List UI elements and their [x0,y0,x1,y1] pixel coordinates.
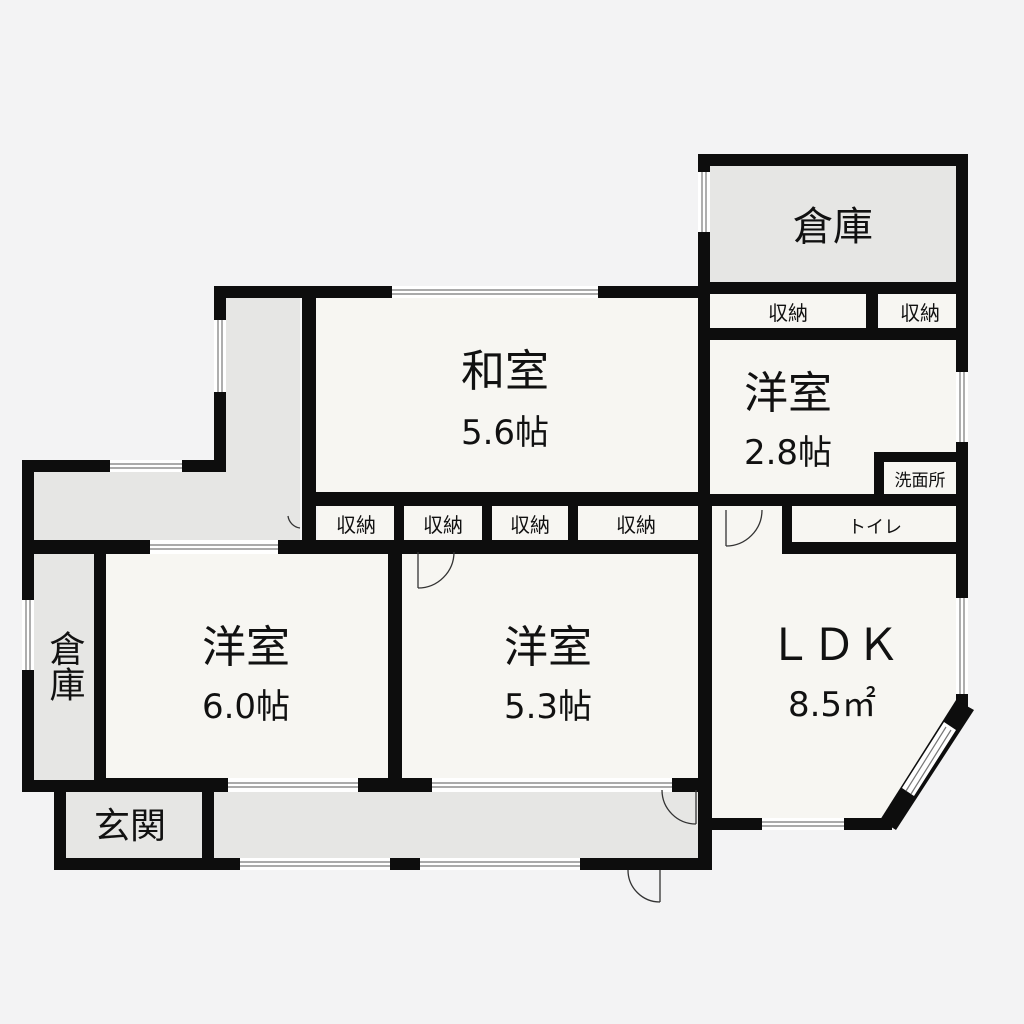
window [228,778,358,792]
room-size-yoshitsu-mid: 5.3帖 [504,687,592,727]
labels: 倉庫 収納 収納 和室 5.6帖 洋室 2.8帖 洗面所 トイレ 収納 収納 収… [44,204,946,847]
floor-ldk [710,500,962,824]
room-size-yoshitsu-left: 6.0帖 [202,687,290,727]
room-name-shuno-2: 収納 [900,301,940,325]
room-name-shuno-6: 収納 [616,513,656,537]
wall [302,492,710,506]
wall [202,786,214,870]
wall [482,500,492,544]
room-name-toilet: トイレ [848,517,902,538]
window [902,722,956,796]
door[interactable] [417,551,455,589]
floor-hallway-upper [30,292,300,546]
floor-corridor [214,790,704,860]
window [698,172,710,232]
wall [782,542,968,554]
wall [874,452,968,462]
window [214,320,226,392]
window [240,858,390,870]
window [432,778,672,792]
floor-yoshitsu-mid [402,552,700,782]
wall [94,546,106,790]
door[interactable] [725,509,763,547]
room-name-yoshitsu-mid: 洋室 [504,622,592,673]
floor-shuno-2 [880,294,960,330]
room-name-shuno-3: 収納 [336,513,376,537]
floors [30,160,962,862]
wall [782,500,792,552]
room-name-shuno-5: 収納 [510,513,550,537]
window [956,598,968,694]
floor-genkan [62,792,206,862]
window [150,540,278,554]
door[interactable] [661,789,697,825]
wall [388,546,402,790]
wall [394,500,404,544]
wall [302,292,316,548]
wall [866,292,878,330]
wall [698,282,968,294]
window [956,372,968,442]
floor-shuno-4 [404,506,482,542]
room-size-yoshitsu-small: 2.8帖 [744,433,832,473]
floor-senmenjo [880,460,962,496]
room-name-soko-top: 倉庫 [793,204,873,250]
door[interactable] [627,869,661,903]
window [762,818,844,830]
wall [698,328,968,340]
floor-soko-left [30,552,96,782]
window [392,286,598,298]
wall [22,540,712,554]
wall [698,500,712,870]
room-name-genkan: 玄関 [94,806,166,847]
wall [698,154,710,500]
wall [568,500,578,544]
room-name-soko-left: 倉庫 [44,630,85,702]
room-name-shuno-1: 収納 [768,301,808,325]
room-name-ldk: ＬＤＫ [768,620,900,671]
window [22,600,34,670]
room-name-yoshitsu-left: 洋室 [202,622,290,673]
room-size-washitsu: 5.6帖 [461,413,549,453]
room-name-yoshitsu-small: 洋室 [744,368,832,419]
floor-yoshitsu-left [104,552,388,782]
floor-shuno-3 [318,506,394,542]
floor-washitsu [314,296,698,496]
windows [22,172,968,870]
floor-shuno-1 [708,294,868,330]
room-name-shuno-4: 収納 [423,513,463,537]
window [110,460,182,472]
room-name-washitsu: 和室 [461,346,549,397]
floor-shuno-6 [578,506,698,542]
wall [710,494,968,506]
floor-soko-top [704,160,962,286]
wall [698,154,964,166]
room-name-senmenjo: 洗面所 [895,471,946,491]
wall [874,452,884,498]
window [420,858,580,870]
room-size-ldk: 8.5㎡ [788,685,876,725]
door[interactable] [287,515,301,529]
wall [54,786,66,870]
floor-shuno-5 [492,506,568,542]
doors [287,509,763,903]
